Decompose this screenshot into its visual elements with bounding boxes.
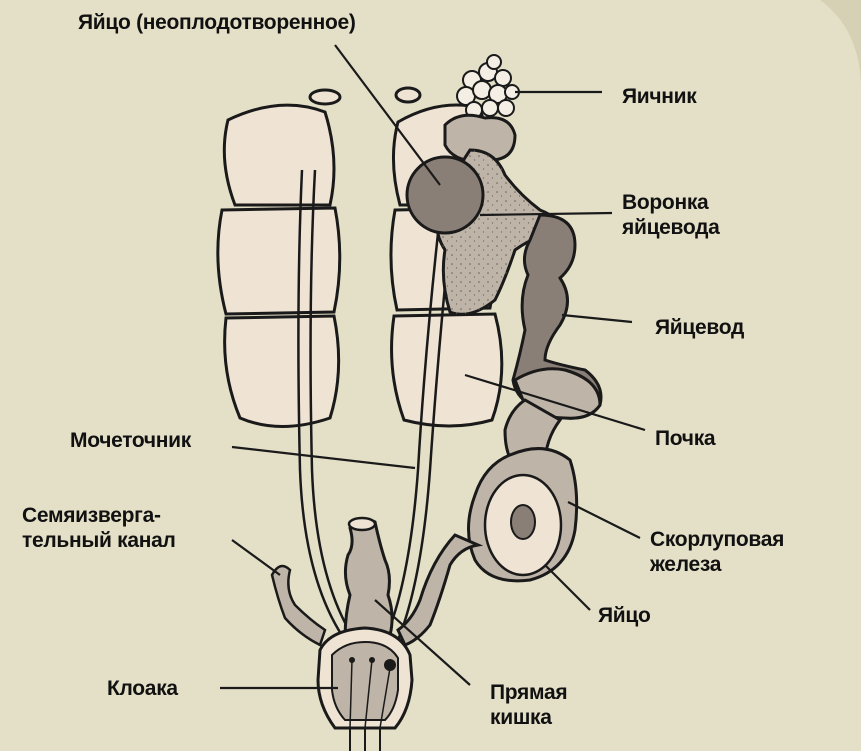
label-rectum-line1: Прямая [490,680,567,705]
label-kidney: Почка [655,426,715,451]
label-ovary: Яичник [622,84,697,109]
label-rectum: Прямая кишка [490,680,567,730]
label-oviduct-funnel-line1: Воронка [622,190,720,215]
shell-gland-duct [398,535,478,645]
label-ureter: Мочеточник [70,428,191,453]
label-unfertilized-egg: Яйцо (неоплодотворенное) [78,10,356,35]
label-seminal-duct: Семяизверга- тельный канал [22,503,176,553]
label-shell-gland: Скорлуповая железа [650,527,784,577]
label-oviduct-funnel-line2: яйцевода [622,215,720,240]
corner-vignette [820,0,861,90]
label-oviduct-funnel: Воронка яйцевода [622,190,720,240]
cloaca [318,628,412,751]
label-cloaca: Клоака [107,676,178,701]
label-shell-gland-line2: железа [650,552,784,577]
label-egg: Яйцо [598,603,651,628]
left-kidney [218,90,340,427]
rectum [345,518,392,640]
label-rectum-line2: кишка [490,705,567,730]
label-oviduct: Яйцевод [655,315,744,340]
label-seminal-duct-line1: Семяизверга- [22,503,176,528]
egg-yolk [511,505,535,539]
unfertilized-egg [407,157,483,233]
label-shell-gland-line1: Скорлуповая [650,527,784,552]
label-seminal-duct-line2: тельный канал [22,528,176,553]
